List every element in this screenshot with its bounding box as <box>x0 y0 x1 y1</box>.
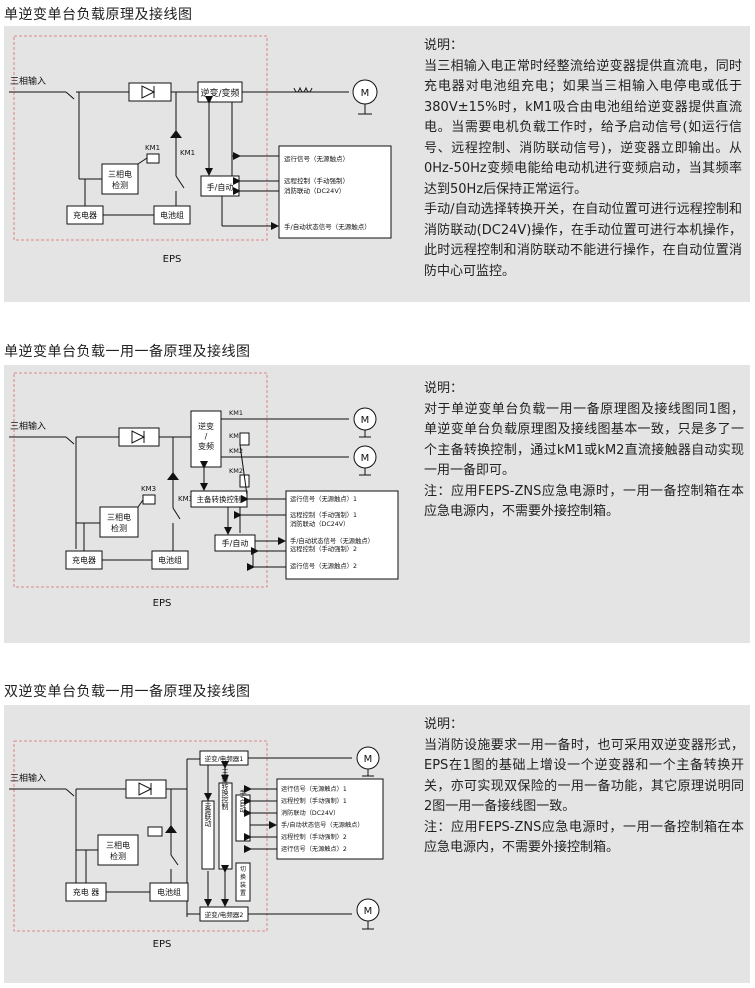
signal-box <box>276 778 384 860</box>
signal-6: 运行信号（无源触点）2 <box>290 561 357 570</box>
motor-label-1: M <box>364 754 373 765</box>
detect-label-1: 三相电 <box>107 512 131 522</box>
description-paragraph: 当消防设施要求一用一备时，也可采用双逆变器形式，EPS在1图的基础上增设一个逆变… <box>424 737 744 815</box>
km3-label: KM3 <box>141 485 156 493</box>
signal-box <box>278 145 392 239</box>
input-label: 三相输入 <box>10 75 46 87</box>
wiring-diagram-1: 三相输入 逆变/变频 M KM1 KM1 三相电 检测 充电器 电池组 <box>9 35 392 265</box>
detect-label-1: 三相电 <box>106 840 130 850</box>
panel-1: 三相输入 逆变/变频 M KM1 KM1 三相电 检测 充电器 电池组 <box>4 26 750 302</box>
signal-box <box>285 490 399 580</box>
panel-2: 三相输入 逆变 / 变频 KM1 M M KM1 KM2 KM2 KM3 <box>4 365 750 643</box>
section-title-3: 双逆变单台负载一用一备原理及接线图 <box>4 684 251 700</box>
detect-label-1: 三相电 <box>108 169 132 179</box>
km1-label: KM1 <box>229 409 243 417</box>
eps-label: EPS <box>163 254 182 265</box>
description-title: 说明： <box>424 717 464 732</box>
inverter-label: 逆变/变频 <box>200 87 239 99</box>
input-label: 三相输入 <box>10 772 46 784</box>
main-link-text: 主备联动 <box>204 798 212 828</box>
km1b-label: KM1 <box>180 149 195 157</box>
section-title-1: 单逆变单台负载原理及接线图 <box>4 7 193 23</box>
wiring-diagram-2: 三相输入 逆变 / 变频 KM1 M M KM1 KM2 KM2 KM3 <box>9 372 399 609</box>
inverter-label-3: 变频 <box>198 441 214 451</box>
description-title: 说明： <box>424 381 464 396</box>
section-title-2: 单逆变单台负载一用一备原理及接线图 <box>4 344 251 360</box>
inverter-label-1: 逆变 <box>198 421 214 431</box>
main-switch-label: 主备转换控制 <box>197 494 242 504</box>
description-paragraph: 注：应用FEPS-ZNS应急电源时，一用一备控制箱在本应急电源内，不需要外接控制… <box>424 483 744 520</box>
signal-5: 远程控制（手动强制）2 <box>281 833 347 841</box>
charger-label: 充电 器 <box>73 887 100 897</box>
description-paragraph: 当三相输入电正常时经整流给逆变器提供直流电，同时充电器对电池组充电；如果当三相输… <box>424 58 742 197</box>
switch-device-4: 置 <box>240 890 246 897</box>
signal-1: 运行信号（无源触点）1 <box>290 494 357 503</box>
inverter-label-2: / <box>205 432 208 441</box>
wiring-diagram-3: 三相输入 逆变/电频器1 M 逆变/电频器2 M 三相电 检测 <box>9 740 384 950</box>
battery-label: 电池组 <box>157 887 181 897</box>
manual-auto-text: 手/自动 <box>239 788 247 813</box>
switch-device-3: 装 <box>240 881 246 889</box>
km1-label: KM1 <box>145 144 160 152</box>
signal-6: 运行信号（无源触点）2 <box>281 845 347 853</box>
signal-3: 消防联动（DC24V） <box>290 519 349 528</box>
battery-label: 电池组 <box>158 555 182 565</box>
charger-label: 充电器 <box>73 210 97 220</box>
description-title: 说明： <box>424 38 464 53</box>
detect-label-2: 检测 <box>110 851 126 861</box>
signal-2: 远程控制（手动强制）1 <box>281 797 347 805</box>
signal-4: 手/自动状态信号（无源触点） <box>281 821 364 829</box>
panel-3: 三相输入 逆变/电频器1 M 逆变/电频器2 M 三相电 检测 <box>4 705 750 983</box>
km3b-label: KM3 <box>178 495 193 503</box>
km1b-label: KM1 <box>229 432 243 440</box>
signal-1: 运行信号（无源触点） <box>284 154 349 163</box>
signal-4: 手/自动状态信号（无源触点） <box>290 536 374 545</box>
signal-3: 消防联动（DC24V） <box>284 186 345 195</box>
description-paragraph: 注：应用FEPS-ZNS应急电源时，一用一备控制箱在本应急电源内，不需要外接控制… <box>424 819 744 856</box>
eps-boundary <box>13 740 268 932</box>
switch-device-2: 换 <box>240 873 246 881</box>
signal-2: 远程控制（手动强制）1 <box>290 510 357 519</box>
description-2: 说明： 对于单逆变单台负载一用一备原理图及接线图同1图，单逆变单台负载原理图及接… <box>424 379 744 523</box>
signal-5: 远程控制（手动强制）2 <box>290 544 357 553</box>
manual-auto-label: 手/自动 <box>207 182 234 192</box>
eps-boundary <box>13 35 268 241</box>
signal-4: 手/自动状态信号（无源触点） <box>284 222 371 231</box>
km2-label: KM2 <box>229 447 243 455</box>
description-paragraph: 手动/自动选择转换开关，在自动位置可进行远程控制和消防联动(DC24V)操作，在… <box>424 202 742 279</box>
inverter2-label: 逆变/电频器2 <box>205 910 244 919</box>
battery-label: 电池组 <box>160 210 184 220</box>
description-3: 说明： 当消防设施要求一用一备时，也可采用双逆变器形式，EPS在1图的基础上增设… <box>424 715 744 859</box>
charger-label: 充电器 <box>72 555 96 565</box>
inverter1-label: 逆变/电频器1 <box>205 754 244 763</box>
motor-label-2: M <box>361 453 370 464</box>
detect-label-2: 检测 <box>111 523 127 533</box>
eps-label: EPS <box>153 598 172 609</box>
input-label: 三相输入 <box>10 420 46 432</box>
main-switch-text: 主备转换控制 <box>221 767 229 811</box>
switch-device-1: 切 <box>240 866 246 873</box>
signal-2: 远程控制（手动强制） <box>284 176 349 185</box>
eps-label: EPS <box>153 939 172 950</box>
signal-1: 运行信号（无源触点）1 <box>281 785 347 793</box>
motor-label-2: M <box>364 906 373 917</box>
signal-3: 消防联动（DC24V） <box>281 809 339 817</box>
km2b-label: KM2 <box>229 467 243 475</box>
eps-boundary <box>13 372 268 588</box>
description-1: 说明： 当三相输入电正常时经整流给逆变器提供直流电，同时充电器对电池组充电；如果… <box>424 36 742 282</box>
description-paragraph: 对于单逆变单台负载一用一备原理图及接线图同1图，单逆变单台负载原理图及接线图基本… <box>424 401 744 479</box>
motor-label-1: M <box>361 415 370 426</box>
manual-auto-label: 手/自动 <box>222 538 249 548</box>
detect-label-2: 检测 <box>112 180 128 190</box>
motor-label: M <box>361 88 370 99</box>
